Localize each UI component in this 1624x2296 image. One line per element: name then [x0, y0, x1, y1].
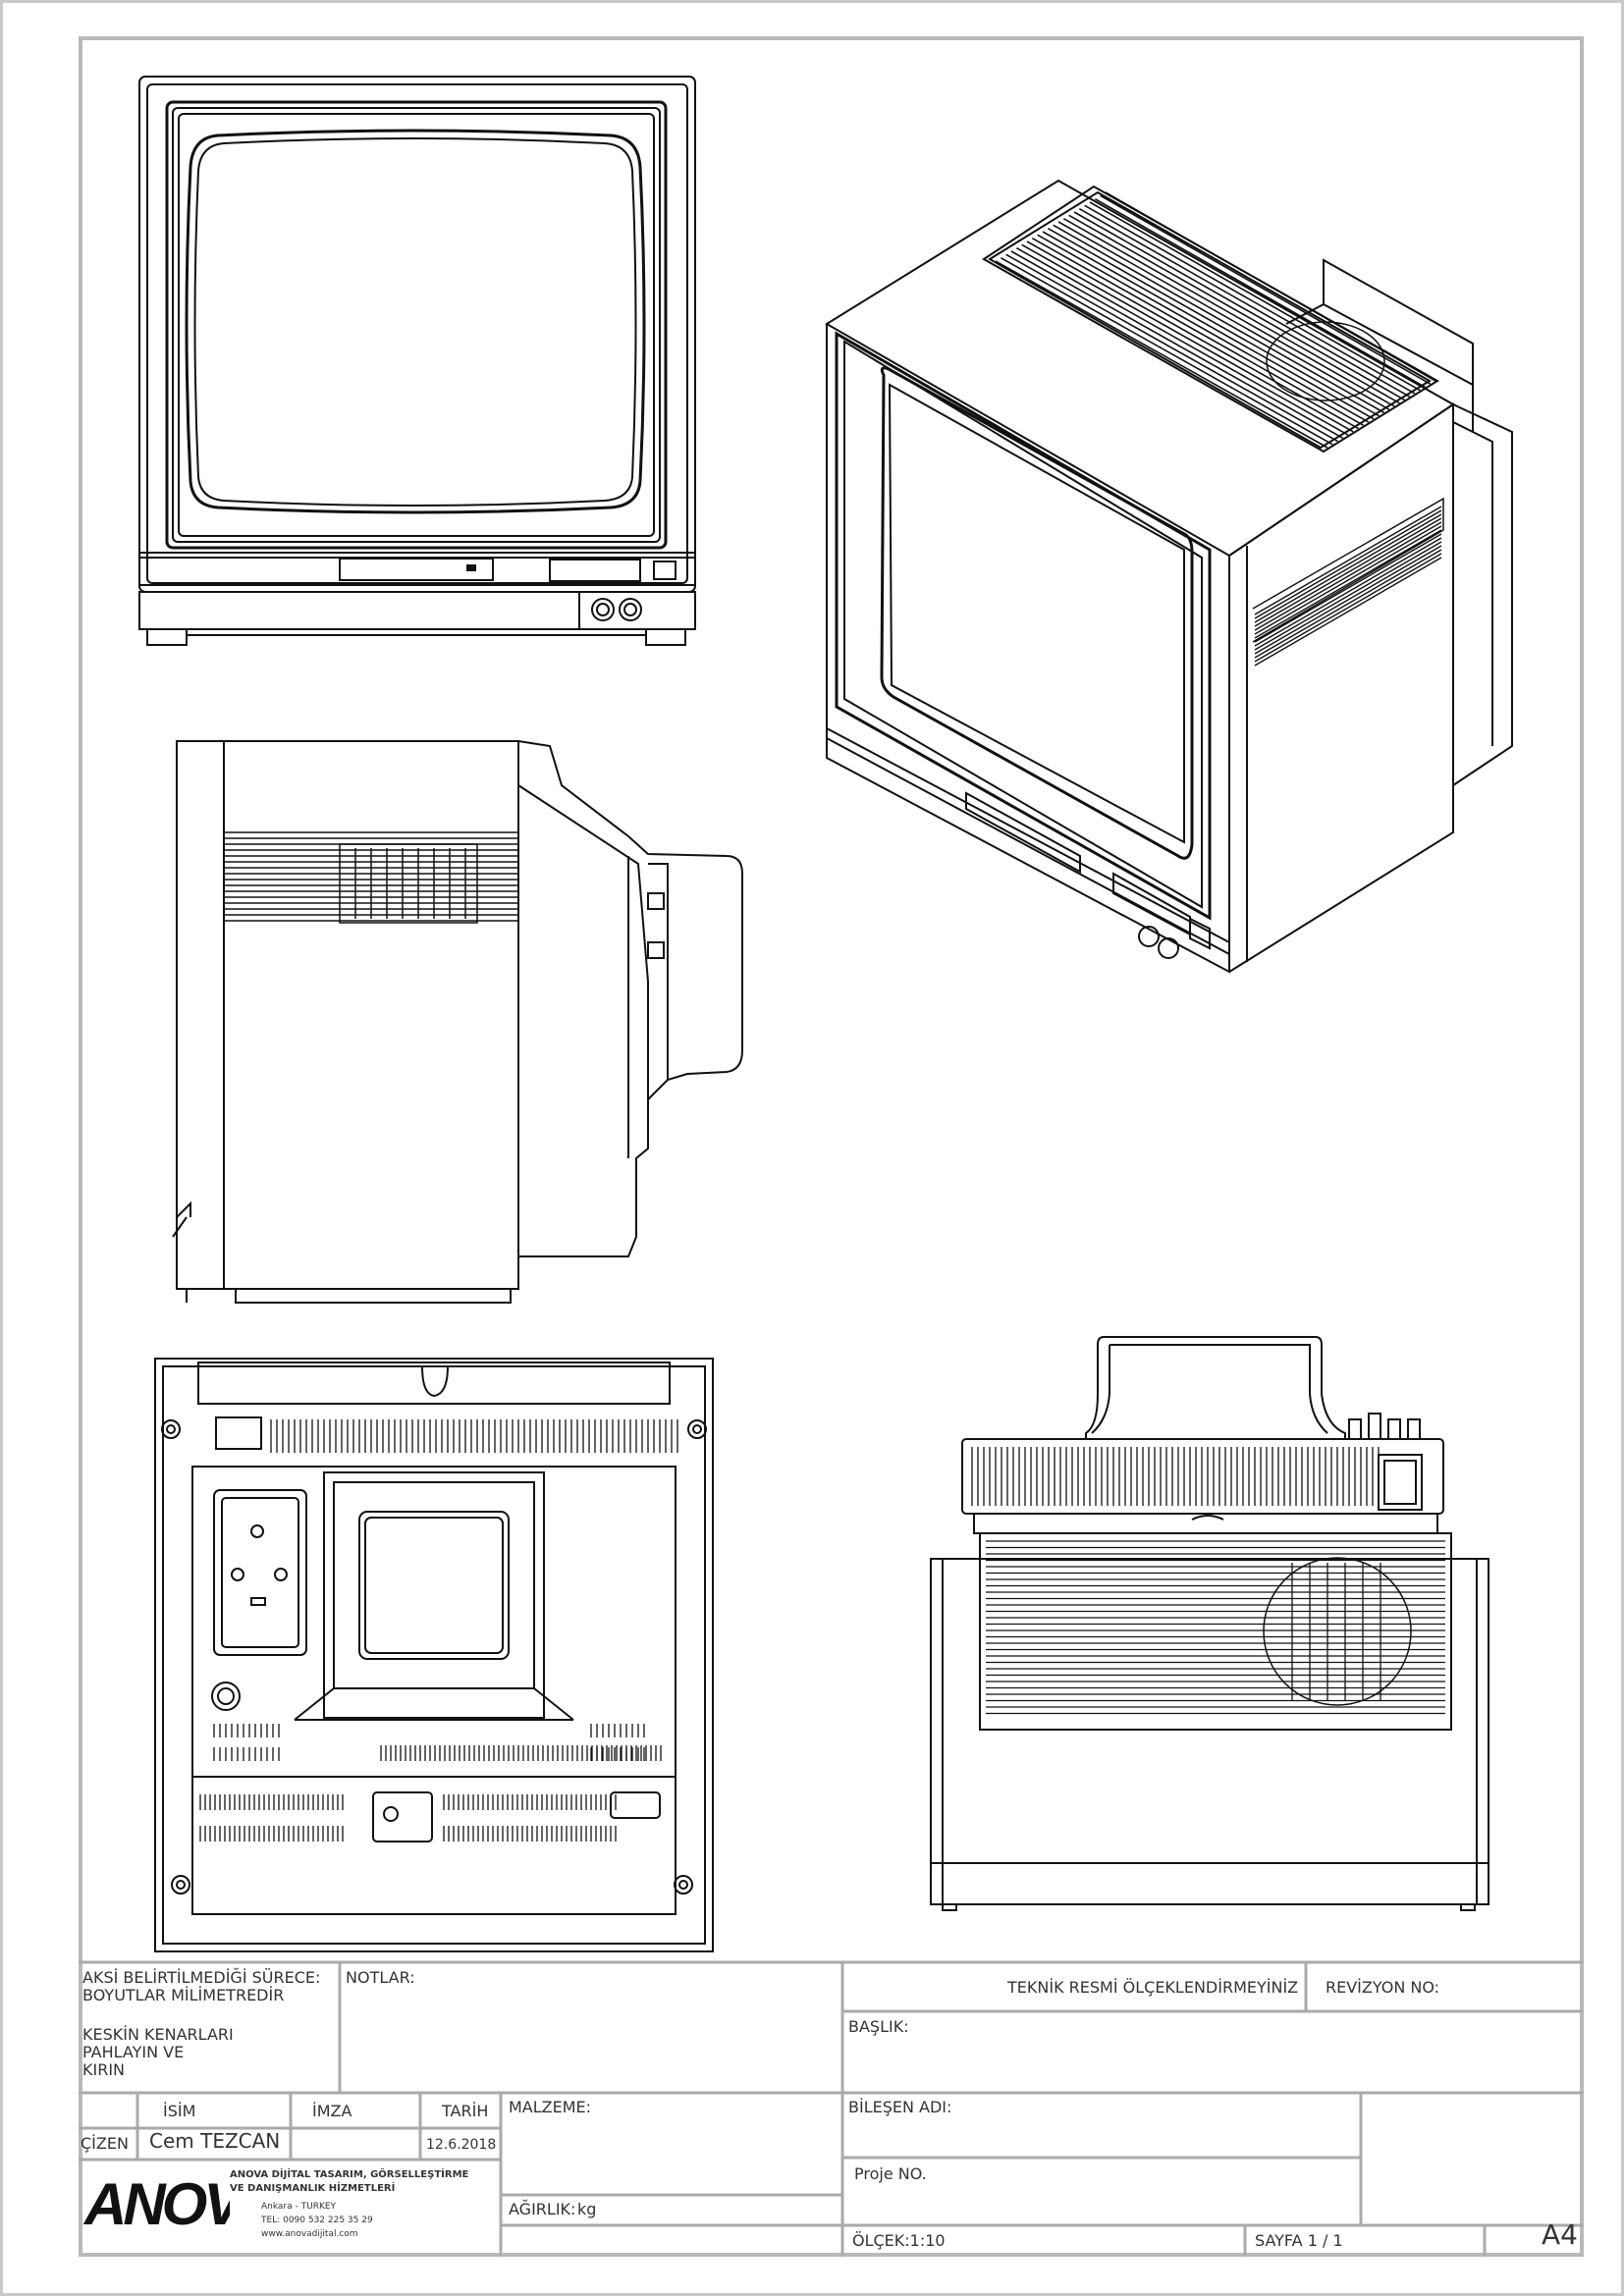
col-signature-header: İMZA: [312, 2102, 352, 2120]
notes-label: NOTLAR:: [346, 1968, 415, 1987]
isometric-view: [825, 179, 1513, 974]
drawing-date: 12.6.2018: [426, 2137, 497, 2153]
company-city: Ankara - TURKEY: [261, 2202, 337, 2212]
revision-label: REVİZYON NO:: [1326, 1978, 1440, 1997]
drawing-frame: [79, 36, 1584, 2257]
edge-note-line3: KIRIN: [82, 2060, 126, 2079]
drawer-name: Cem TEZCAN: [149, 2129, 281, 2153]
col-name-header: İSİM: [163, 2102, 196, 2120]
top-view: [930, 1336, 1489, 1911]
paper-size: A4: [1542, 2218, 1578, 2251]
title-label: BAŞLIK:: [848, 2017, 909, 2036]
company-logo: ANOVA: [82, 2171, 230, 2234]
weight-label: AĞIRLIK:: [509, 2200, 576, 2218]
project-label: Proje NO.: [854, 2164, 927, 2183]
company-phone: TEL: 0090 532 225 35 29: [261, 2216, 373, 2225]
scale-value: ÖLÇEK:1:10: [852, 2231, 946, 2250]
company-name-line1: ANOVA DİJİTAL TASARIM, GÖRSELLEŞTİRME: [230, 2169, 469, 2180]
company-logo-text: ANOVA: [82, 2171, 230, 2234]
role-drawer: ÇİZEN: [81, 2134, 129, 2153]
component-label: BİLEŞEN ADI:: [848, 2098, 952, 2116]
side-view: [172, 740, 743, 1304]
sheet-number: SAYFA 1 / 1: [1255, 2231, 1343, 2250]
edge-note-line2: PAHLAYIN VE: [82, 2043, 185, 2061]
weight-unit: kg: [577, 2200, 597, 2218]
company-name-line2: VE DANIŞMANLIK HİZMETLERİ: [230, 2183, 396, 2194]
tolerance-note-line2: BOYUTLAR MİLİMETREDİR: [82, 1986, 285, 2004]
material-label: MALZEME:: [509, 2098, 592, 2116]
edge-note-line1: KESKİN KENARLARI: [82, 2025, 234, 2044]
rear-view: [154, 1358, 714, 1952]
tolerance-note-line1: AKSİ BELİRTİLMEDİĞİ SÜRECE:: [82, 1968, 321, 1987]
company-website: www.anovadijital.com: [261, 2229, 358, 2239]
col-date-header: TARİH: [442, 2102, 489, 2120]
no-scale-warning: TEKNİK RESMİ ÖLÇEKLENDİRMEYİNİZ: [1007, 1978, 1299, 1997]
front-view: [138, 76, 696, 646]
